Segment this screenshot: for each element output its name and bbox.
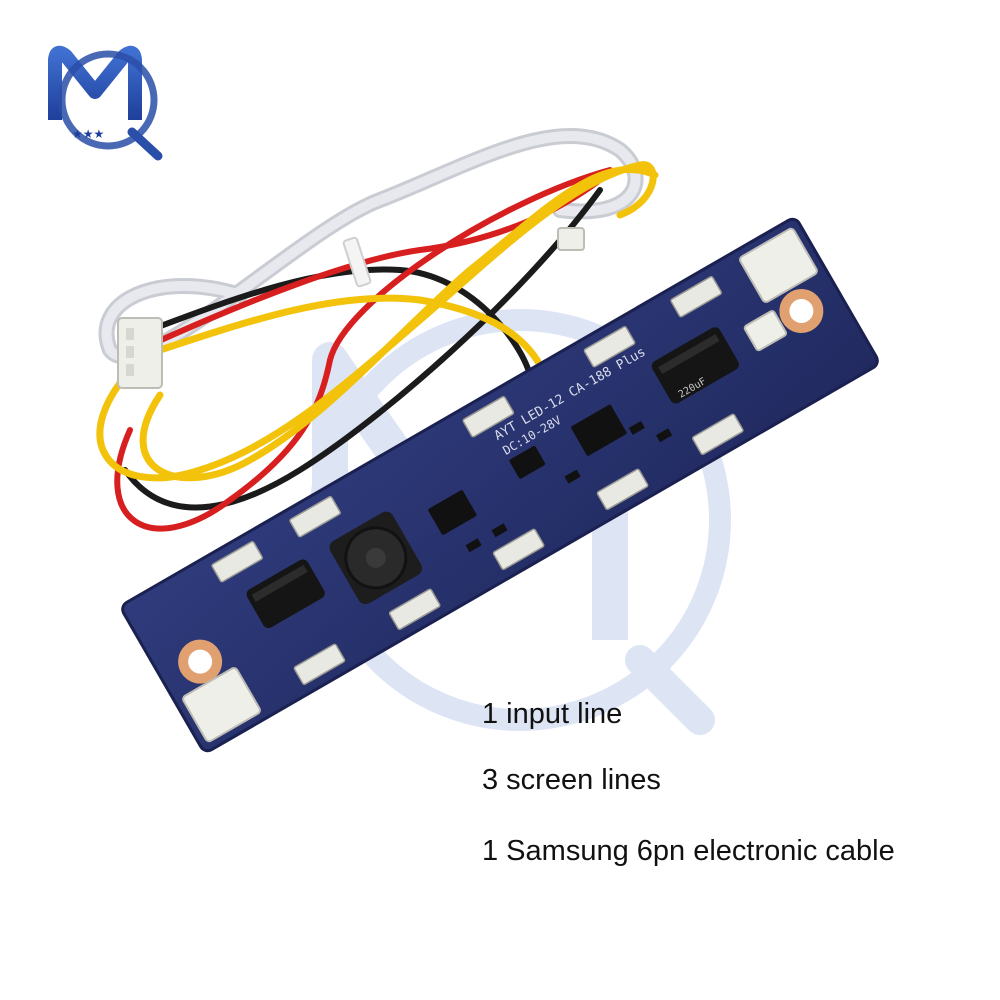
- svg-text:★★★: ★★★: [72, 127, 104, 141]
- harness-connector: [117, 317, 163, 389]
- power-connector-right: [739, 227, 818, 303]
- inductor: [329, 511, 423, 605]
- brand-logo: ★★★: [48, 45, 163, 161]
- power-connector-left: [182, 667, 261, 743]
- caption-input-line: 1 input line: [482, 698, 623, 730]
- caption-samsung-cable: 1 Samsung 6pn electronic cable: [482, 835, 895, 867]
- capacitor: [651, 327, 739, 404]
- driver-board: AYT LED-12 CA-188 Plus DC:10-28V 220uF: [121, 217, 879, 753]
- caption-screen-lines: 3 screen lines: [482, 764, 661, 796]
- wire-harness: [96, 128, 659, 532]
- capacitor: [246, 559, 325, 629]
- small-connector: [557, 227, 585, 251]
